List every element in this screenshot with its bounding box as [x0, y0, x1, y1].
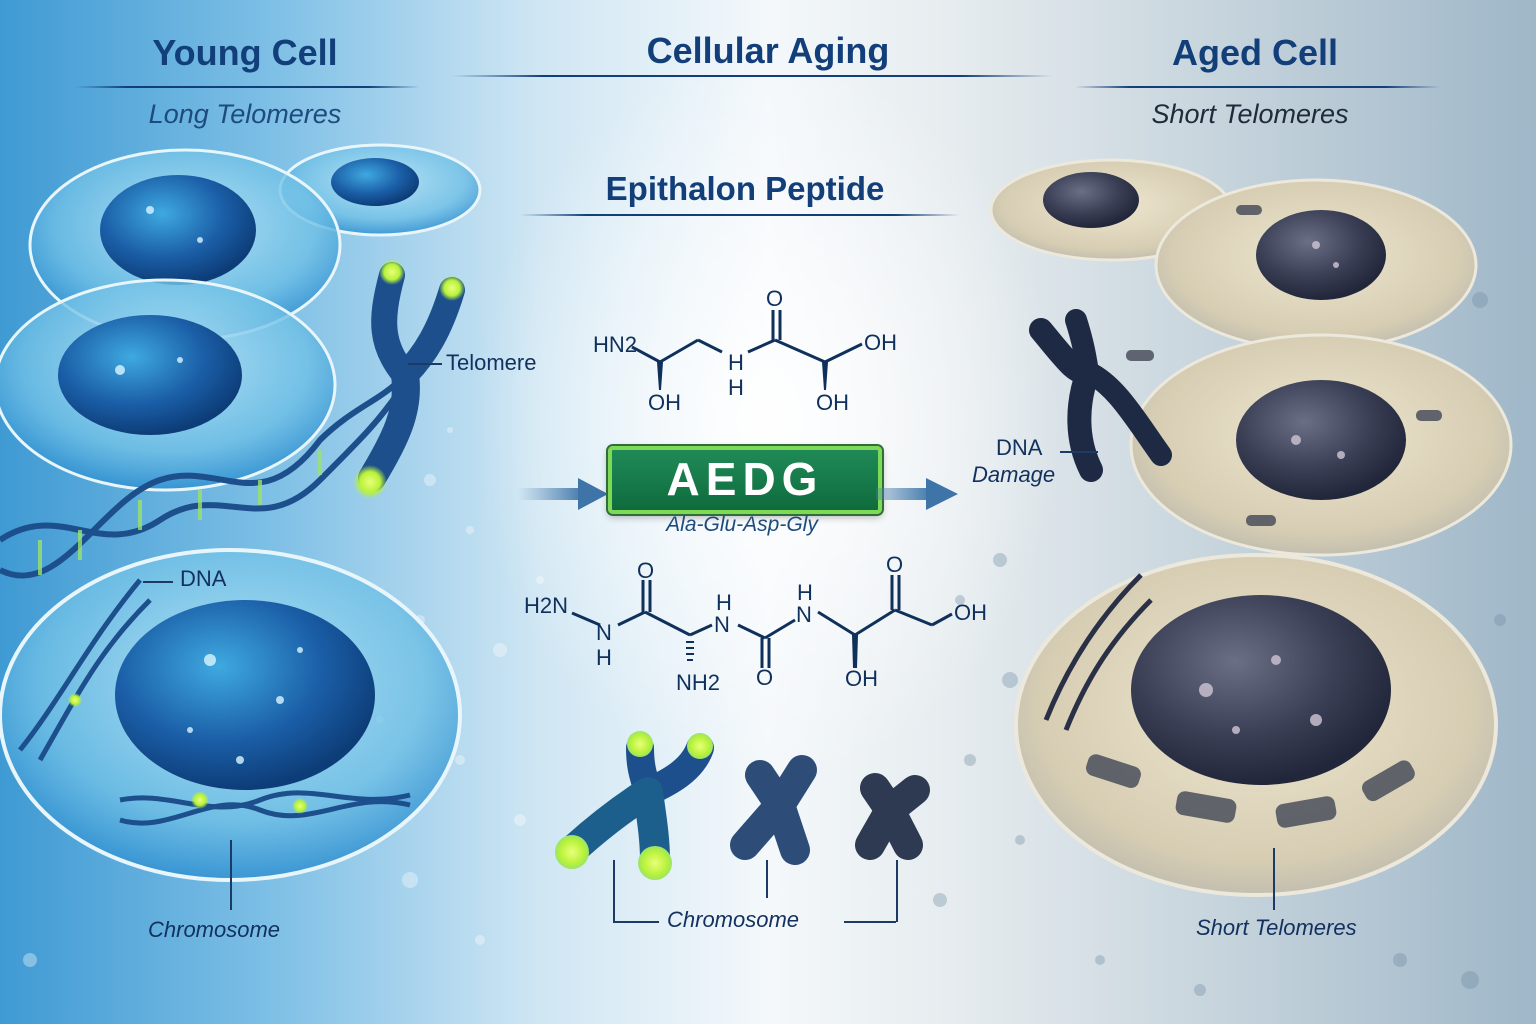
- arrow-left: [518, 478, 608, 510]
- dna-damage-label-line1: DNA: [996, 435, 1043, 460]
- aged-chromosome: [1029, 309, 1172, 482]
- young-cell-rule: [75, 86, 420, 88]
- dna-damage-label-line2: Damage: [972, 462, 1056, 487]
- young-cell-heading: Young Cell: [152, 32, 338, 73]
- bracket-left-horizontal: [613, 921, 659, 923]
- atom-oh-bottom2: OH: [845, 666, 878, 691]
- page-title: Cellular Aging: [646, 30, 890, 71]
- dna-label: DNA: [180, 566, 227, 591]
- chromosome-leader-line: [230, 840, 232, 910]
- center-chromosomes: [555, 731, 930, 880]
- aged-cell-subheading: Short Telomeres: [1151, 99, 1349, 129]
- aedg-sequence: Ala-Glu-Asp-Gly: [666, 513, 818, 536]
- aedg-badge: AEDG: [608, 446, 882, 514]
- atom-oh-right: OH: [864, 330, 897, 355]
- aged-cell-heading: Aged Cell: [1171, 32, 1339, 73]
- atom-hn2: HN2: [593, 332, 637, 357]
- atom-h-lower: H: [728, 375, 744, 400]
- atom-h-amide1: H: [716, 590, 732, 615]
- atom-h-hydrazide: H: [596, 645, 612, 670]
- chromosome-medium-telomeres: [730, 755, 817, 865]
- chromosome-label-left: Chromosome: [148, 917, 281, 942]
- atom-n-amide1: N: [714, 612, 730, 637]
- telomere-label: Telomere: [446, 350, 537, 375]
- bracket-right-vertical: [896, 860, 898, 922]
- epithalon-heading: Epithalon Peptide: [605, 170, 885, 207]
- atom-oh-terminal: OH: [954, 600, 987, 625]
- aged-cell-rule: [1075, 86, 1440, 88]
- bottom-chemical-structure: H2N N H O NH2 H N O H N OH O OH: [524, 552, 987, 695]
- atom-o-first: O: [637, 558, 654, 583]
- atom-n-hydrazide: N: [596, 620, 612, 645]
- atom-h2n: H2N: [524, 593, 568, 618]
- epithalon-rule: [520, 214, 960, 216]
- atom-h-amide2: H: [797, 580, 813, 605]
- atom-n-amide2: N: [796, 602, 812, 627]
- telomere-leader-line: [408, 363, 442, 365]
- chromosome-long-telomeres: [560, 734, 714, 875]
- atom-nh2-bottom: NH2: [676, 670, 720, 695]
- dna-leader-line: [143, 581, 173, 583]
- short-telomeres-label: Short Telomeres: [1196, 915, 1357, 940]
- dna-damage-leader-line: [1060, 451, 1098, 453]
- bracket-right-horizontal: [844, 921, 896, 923]
- bracket-center-tick: [766, 860, 768, 898]
- bracket-left-vertical: [613, 860, 615, 922]
- title-rule: [452, 75, 1052, 77]
- atom-o-ketone: O: [886, 552, 903, 577]
- short-telomeres-leader-line: [1273, 848, 1275, 910]
- arrow-right: [876, 478, 958, 510]
- young-cell-subheading: Long Telomeres: [148, 99, 342, 129]
- atom-o-carbonyl: O: [766, 286, 783, 311]
- chromosome-label-center: Chromosome: [667, 907, 800, 932]
- young-cells-illustration: [0, 143, 482, 882]
- top-chemical-structure: HN2 OH H H O OH OH: [593, 286, 897, 415]
- atom-oh-left: OH: [648, 390, 681, 415]
- aged-cells-illustration: [989, 158, 1513, 897]
- atom-o-urea: O: [756, 665, 773, 690]
- young-dna-helix: [0, 377, 403, 579]
- young-chromosome: [353, 259, 465, 499]
- chromosome-short-telomeres: [855, 773, 930, 860]
- atom-oh-bottom: OH: [816, 390, 849, 415]
- atom-h-upper: H: [728, 350, 744, 375]
